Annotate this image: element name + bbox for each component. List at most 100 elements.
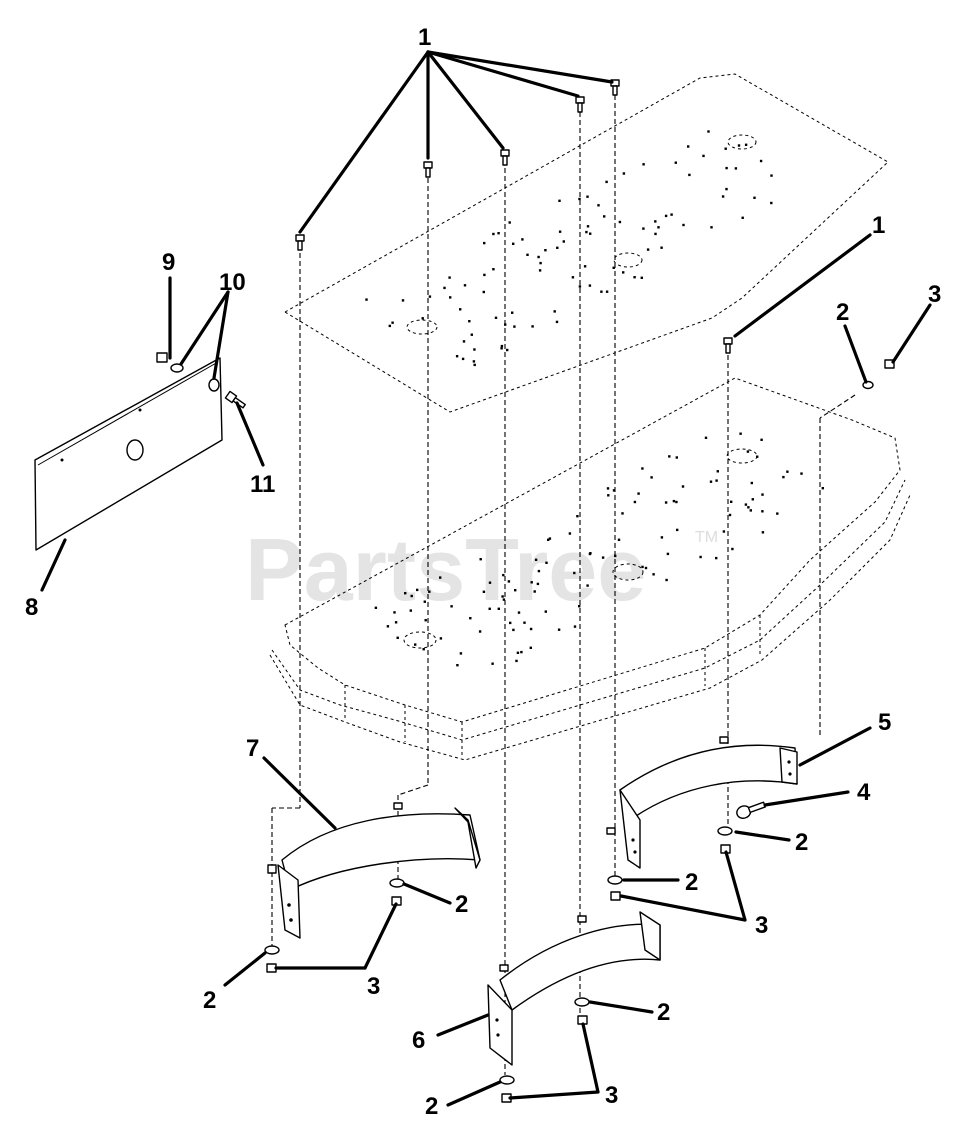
deck-hole: [642, 163, 645, 166]
deck-hole: [470, 333, 473, 336]
deck-hole: [515, 659, 518, 663]
callout-labels: 1 1 2 3 9 10 11 8 7 5 4 2 2 3 2 2 3 2 6 …: [25, 24, 941, 1120]
deck-hole: [479, 558, 482, 561]
deck-hole: [422, 648, 425, 651]
deck-hole: [573, 625, 577, 628]
deck-hole: [585, 230, 588, 234]
deck-hole: [545, 561, 548, 564]
deck-hole: [421, 317, 424, 320]
deck-hole: [529, 627, 533, 631]
deck-hole: [644, 566, 648, 570]
deck-hole: [562, 240, 565, 243]
deck-hole: [770, 201, 773, 205]
deck-hole: [737, 144, 741, 147]
callout-2-center: 2: [657, 999, 670, 1026]
deck-hole: [571, 276, 575, 279]
deck-hole: [709, 480, 713, 483]
callout-2-left-mid: 2: [455, 891, 468, 918]
deck-hole: [654, 220, 657, 223]
watermark-trademark: TM: [695, 529, 718, 546]
deck-hole: [761, 493, 764, 496]
deck-hole: [482, 290, 485, 294]
callout-7: 7: [246, 735, 259, 762]
baffle-center: [487, 911, 661, 1066]
deck-hole: [750, 481, 753, 485]
deck-hole: [761, 510, 764, 513]
deck-hole: [534, 558, 538, 561]
deck-hole: [449, 296, 452, 299]
deck-hole: [509, 621, 512, 625]
deck-hole: [537, 569, 541, 573]
deck-hole: [508, 221, 511, 224]
deck-hole: [739, 432, 742, 435]
deck-hole: [666, 552, 670, 556]
deck-hole: [529, 646, 532, 649]
deck-hole: [428, 590, 431, 593]
callout-1-top: 1: [418, 24, 431, 51]
deck-hole: [682, 223, 685, 227]
deck-hole: [459, 652, 463, 655]
deck-hole: [365, 298, 368, 301]
deck-hole: [578, 197, 581, 201]
washer-nut-top-right: [862, 359, 895, 390]
deck-hole: [672, 499, 676, 503]
deck-hole: [391, 321, 394, 324]
deck-hole: [558, 199, 561, 202]
deck-hole: [688, 173, 691, 177]
deck-hole: [603, 215, 606, 218]
deck-hole: [760, 438, 763, 441]
deck-hole: [637, 492, 640, 495]
deck-hole: [578, 285, 582, 288]
deck-hole: [424, 619, 427, 622]
deck-hole: [747, 506, 750, 509]
deck-hole: [597, 204, 600, 207]
deck-hole: [621, 512, 624, 515]
deck-hole: [443, 286, 446, 290]
deck-hole: [547, 538, 550, 541]
deck-hole: [439, 576, 442, 579]
deck-hole: [657, 226, 660, 229]
deck-hole: [800, 472, 803, 475]
deck-hole: [555, 320, 559, 324]
deck-hole: [612, 489, 616, 492]
deck-bolts: [295, 79, 733, 354]
deck-hole: [646, 248, 650, 251]
deck-hole: [668, 455, 671, 458]
deck-hole: [473, 363, 476, 367]
deck-hole: [605, 290, 609, 293]
deck-hole: [517, 611, 521, 614]
deck-hole: [675, 456, 678, 459]
callout-5: 5: [878, 709, 891, 736]
deck-hole: [601, 556, 605, 559]
deck-hole: [660, 536, 664, 539]
deck-hole: [617, 538, 621, 541]
callout-3-mid-right: 3: [755, 912, 768, 939]
deck-hole: [665, 578, 668, 582]
deck-hole: [416, 588, 419, 592]
deck-hole: [513, 325, 516, 328]
deck-hole: [388, 324, 391, 328]
deck-hole: [536, 582, 540, 586]
deck-hole: [516, 651, 520, 654]
deck-hole: [386, 625, 390, 628]
deck-hole: [548, 537, 552, 540]
callout-3-bottom: 3: [605, 1082, 618, 1109]
callout-3-top-right: 3: [928, 281, 941, 308]
deck-hole: [716, 470, 719, 473]
deck-hole: [583, 265, 587, 268]
deck-hole: [394, 621, 398, 624]
deck-hole: [721, 195, 725, 198]
deck-hole: [423, 600, 426, 603]
deck-hole: [761, 531, 765, 534]
deck-hole: [687, 145, 690, 148]
deck-hole: [492, 268, 495, 271]
deck-hole: [558, 230, 562, 233]
deck-hole: [462, 340, 466, 343]
deck-hole: [374, 606, 378, 609]
deck-hole: [520, 650, 523, 654]
deck-hole: [483, 273, 486, 277]
deck-hole: [606, 487, 610, 490]
deck-hole: [401, 299, 405, 302]
deck-hole: [502, 598, 506, 601]
